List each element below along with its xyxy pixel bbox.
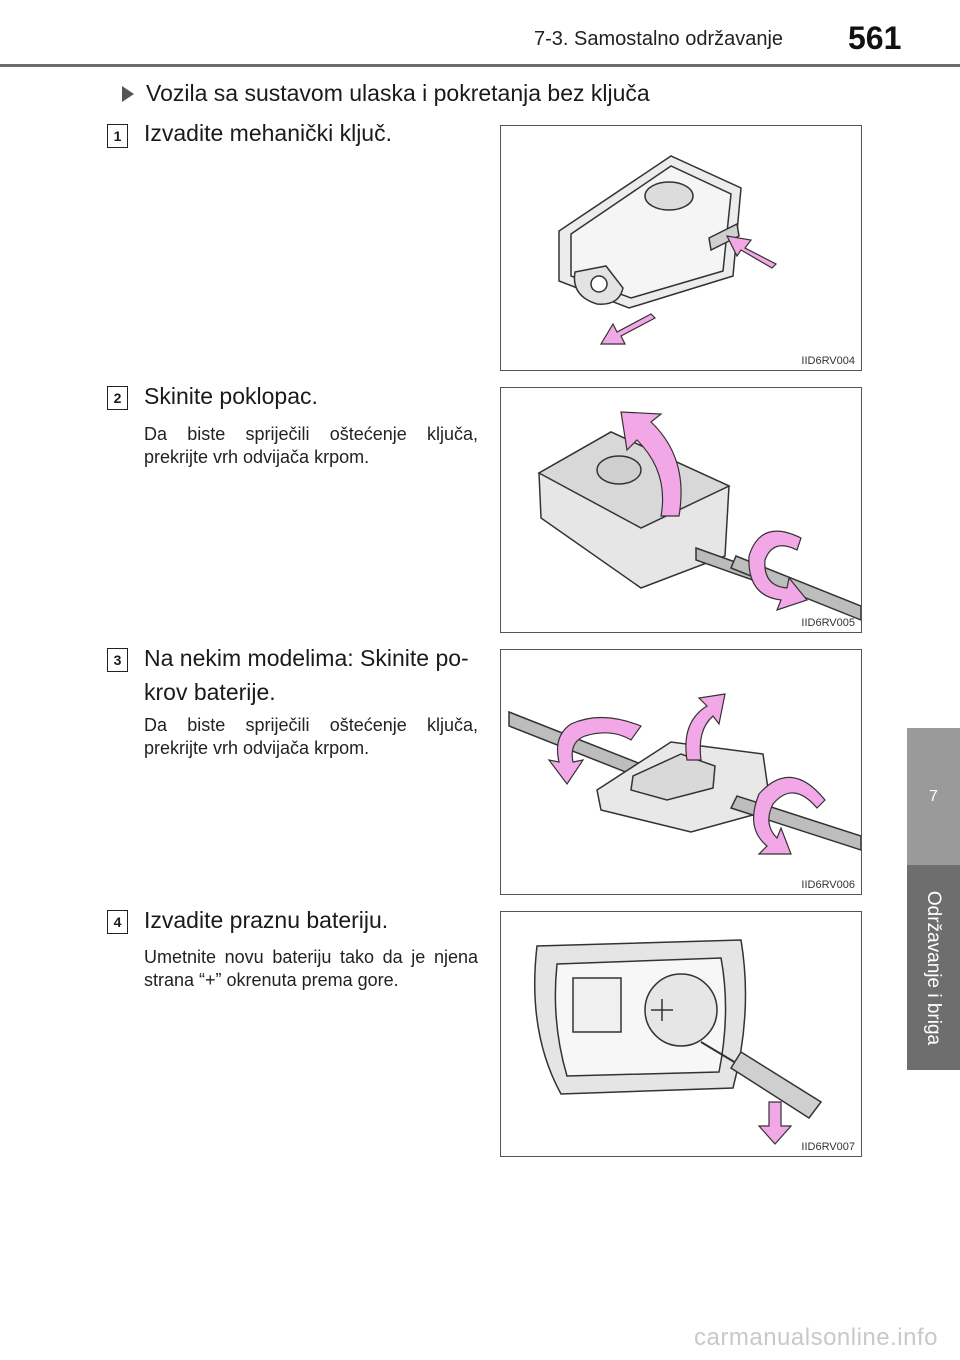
step-number: 2 bbox=[107, 386, 128, 410]
bullet-triangle-icon bbox=[122, 85, 134, 102]
step-note: Da biste spriječili oštećenje ključa, pr… bbox=[144, 715, 478, 758]
page-number: 561 bbox=[848, 20, 902, 56]
header-rule bbox=[0, 64, 960, 67]
figure-code: IID6RV006 bbox=[801, 879, 855, 891]
figure-remove-battery: IID6RV007 bbox=[500, 911, 862, 1157]
step-title: Izvadite mehanički ključ. bbox=[144, 120, 392, 146]
step-title: Izvadite praznu bateriju. bbox=[144, 907, 389, 933]
step-note: Da biste spriječili oštećenje ključa, pr… bbox=[144, 424, 478, 467]
step-number: 4 bbox=[107, 910, 128, 934]
chapter-tab-label: Održavanje i briga bbox=[923, 890, 945, 1045]
step-number: 3 bbox=[107, 648, 128, 672]
section-title: Vozila sa sustavom ulaska i pokretanja b… bbox=[122, 80, 650, 107]
header-section-title: 7-3. Samostalno održavanje bbox=[534, 28, 784, 50]
step-title: Skinite poklopac. bbox=[144, 383, 318, 409]
step-number: 1 bbox=[107, 124, 128, 148]
step-note: Umetnite novu bateriju tako da je njena … bbox=[144, 947, 478, 990]
watermark: carmanualsonline.info bbox=[694, 1324, 938, 1351]
figure-code: IID6RV007 bbox=[801, 1141, 855, 1153]
chapter-tab-background bbox=[907, 865, 960, 1070]
figure-code: IID6RV004 bbox=[801, 355, 855, 367]
chapter-tab-number: 7 bbox=[907, 728, 960, 865]
figure-key-fob: IID6RV004 bbox=[500, 125, 862, 371]
figure-code: IID6RV005 bbox=[801, 617, 855, 629]
figure-remove-battery-cover: IID6RV006 bbox=[500, 649, 862, 895]
step-title: Na nekim modelima: Skinite po-krov bater… bbox=[144, 645, 469, 705]
figure-remove-cover: IID6RV005 bbox=[500, 387, 862, 633]
